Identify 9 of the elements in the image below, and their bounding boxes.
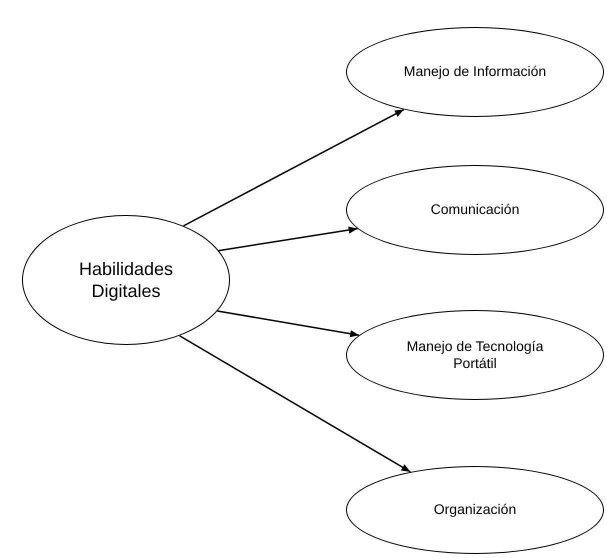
node-label: Manejo de Información [404,63,546,81]
node-label: Organización [434,501,516,519]
arrow [179,335,411,473]
node-label: Habilidades Digitales [78,258,174,302]
arrow [218,226,358,252]
arrow [183,108,404,227]
node-label: Manejo de Tecnología Portátil [406,338,544,372]
arrow [217,310,360,338]
node-label: Comunicación [430,201,520,219]
